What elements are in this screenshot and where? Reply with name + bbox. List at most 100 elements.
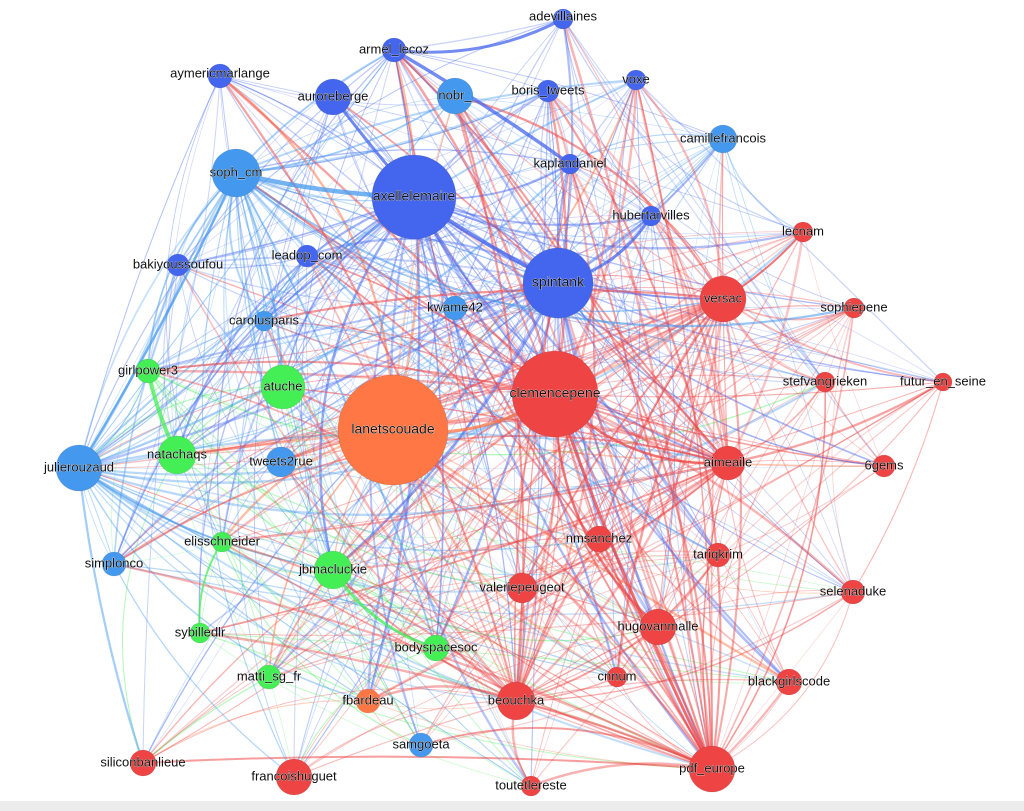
edge [521,587,713,770]
node-label-tariqkrim: tariqkrim [693,546,743,561]
node-sophiepene[interactable] [843,297,865,319]
edge [434,282,560,649]
node-francoishuguet[interactable] [275,758,313,796]
node-label-simplonco: simplonco [85,555,144,570]
edge [199,632,369,702]
node-girlpower3[interactable] [135,358,161,384]
node-aymericmarlange[interactable] [207,63,233,89]
node-beouchka[interactable] [496,681,536,721]
node-futur_en_seine[interactable] [933,372,953,392]
node-simplonco[interactable] [101,551,127,577]
edge [268,462,729,678]
node-aimeaile[interactable] [710,445,746,481]
edge [435,462,729,649]
node-auroreberge[interactable] [314,78,352,116]
edge [199,554,719,634]
edge [176,454,523,589]
node-stefvangrieken[interactable] [814,371,836,393]
edge [177,264,517,702]
edge [293,282,559,778]
edge [420,307,855,746]
edge [306,255,944,383]
edge [722,298,944,383]
edge [263,320,729,464]
node-natachaqs[interactable] [157,435,197,475]
node-blackgirlscode[interactable] [775,668,803,696]
node-kwame42[interactable] [442,295,468,321]
node-lanetscouade[interactable] [337,374,449,486]
edge [165,75,223,543]
edge [78,467,713,770]
node-label-selenaduke: selenaduke [820,583,887,598]
node-bodyspacesoc[interactable] [422,634,450,662]
edge [393,49,724,140]
node-hugovanmalle[interactable] [639,608,677,646]
node-julierouzaud[interactable] [55,444,103,492]
edge [454,95,724,140]
node-armel_lecoz[interactable] [381,37,407,63]
edge [702,462,729,770]
edge [554,305,855,395]
node-hubertarvilles[interactable] [640,205,662,227]
node-adevillaines[interactable] [552,8,574,30]
node-camillefrancois[interactable] [708,124,738,154]
edge [176,298,724,456]
node-axellelemaire[interactable] [371,154,457,240]
node-lecnam[interactable] [792,221,814,243]
edge [722,138,854,593]
node-fbardeau[interactable] [355,688,381,714]
node-boris_tweets[interactable] [536,79,560,103]
node-6gems[interactable] [872,454,896,478]
node-spintank[interactable] [522,247,594,319]
edge [235,172,532,787]
node-label-francoishuguet: francoishuguet [251,768,337,783]
node-nobr_[interactable] [436,77,474,115]
node-elisschneider[interactable] [211,531,233,553]
edge [177,264,556,395]
edge [78,467,790,683]
node-voxe[interactable] [625,69,647,91]
edges-layer [77,17,944,788]
edge [392,79,637,431]
edge [727,380,944,465]
node-atuche[interactable] [260,364,306,410]
edge [420,591,854,746]
node-kaplandaniel[interactable] [559,153,581,175]
node-carolusparis[interactable] [253,310,275,332]
edge [521,462,729,589]
edge [454,138,724,309]
edge [219,75,549,106]
node-cnnum[interactable] [606,666,628,688]
node-versac[interactable] [699,275,747,323]
node-selenaduke[interactable] [840,579,866,605]
edge [598,462,729,540]
node-toutetlereste[interactable] [520,775,542,797]
node-valeriepeugeot[interactable] [506,572,538,604]
node-sybilledlr[interactable] [189,622,211,644]
edge [235,89,549,175]
node-leadop_com[interactable] [295,244,319,268]
node-samgoeta[interactable] [408,732,434,758]
edge [235,172,659,628]
node-bakiyoussoufou[interactable] [166,253,190,277]
node-label-voxe: voxe [622,71,649,86]
edge [221,282,559,543]
node-soph_cm[interactable] [211,148,261,198]
node-label-toutetlereste: toutetlereste [495,777,567,792]
edge [569,133,724,165]
node-label-boris_tweets: boris_tweets [512,82,585,97]
node-matti_sg_fr[interactable] [256,664,282,690]
node-tweets2rue[interactable] [265,446,297,478]
node-nmsanchez[interactable] [585,525,613,553]
node-tariqkrim[interactable] [705,542,731,568]
edge [78,196,415,469]
node-pdf_europe[interactable] [688,745,736,793]
node-siliconbanlieue[interactable] [129,749,157,777]
edge [78,215,652,469]
edge [142,282,559,764]
node-clemencepene[interactable] [511,350,599,438]
node-label-pdf_europe: pdf_europe [679,760,745,775]
node-jbmacluckie[interactable] [313,550,353,590]
edge [268,282,560,678]
edge [635,79,944,383]
